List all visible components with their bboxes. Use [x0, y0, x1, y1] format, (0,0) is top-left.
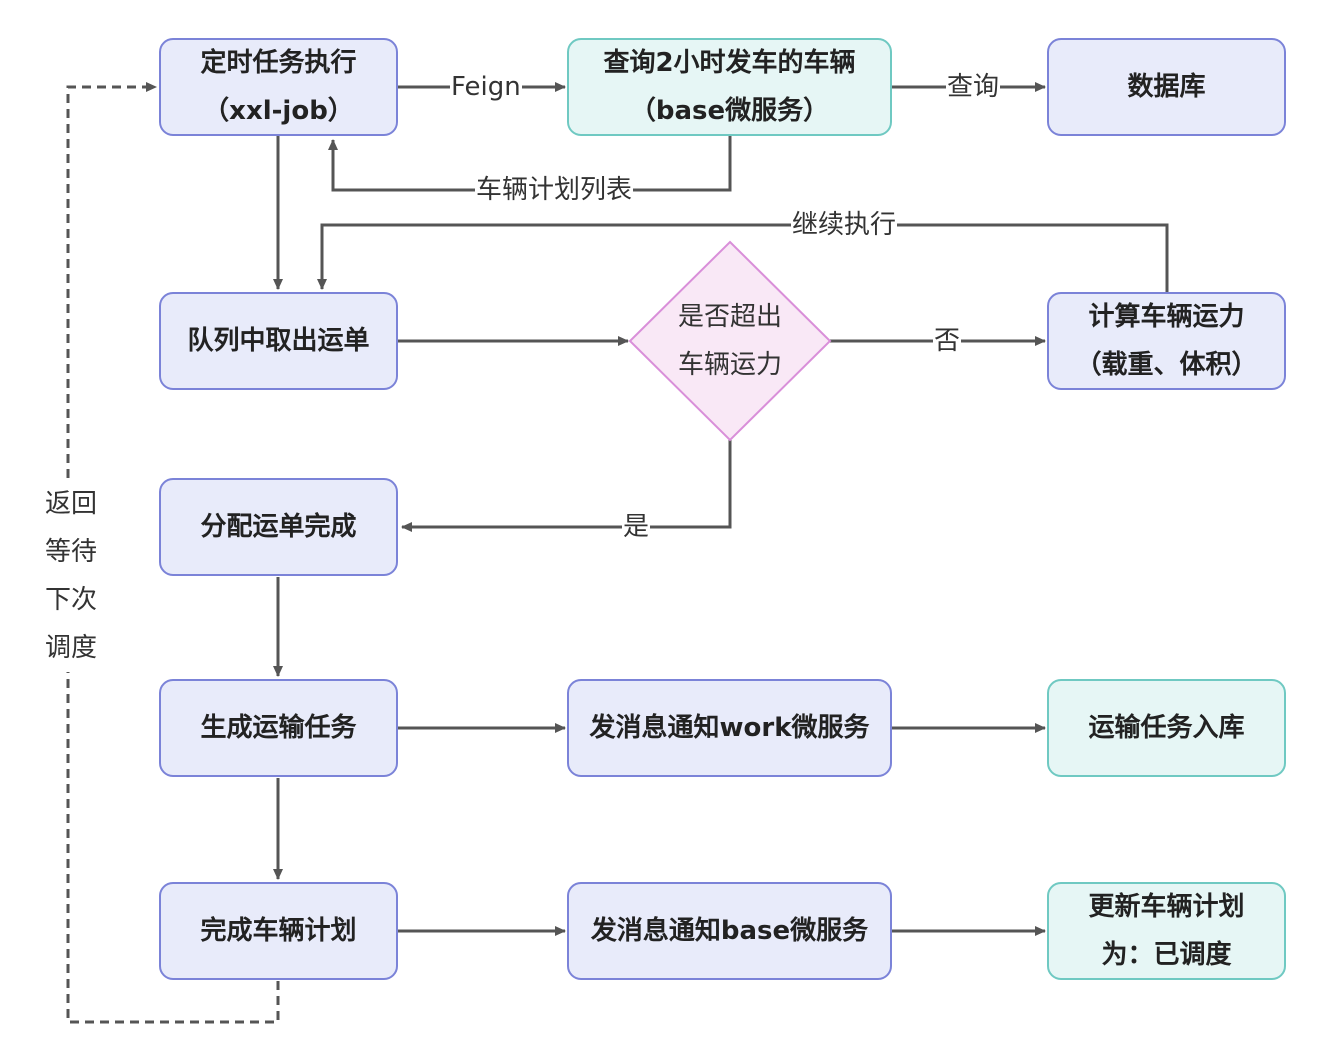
edge-label-feign: Feign	[450, 72, 522, 102]
node-notify-base-label: 发消息通知base微服务	[590, 916, 869, 946]
edge-yes	[401, 440, 732, 532]
return-wait-line1: 返回	[44, 489, 97, 519]
node-database-label: 数据库	[1127, 72, 1206, 102]
node-scheduled-task-line1: 定时任务执行	[200, 48, 357, 78]
node-capacity-check: 是否超出 车辆运力	[632, 292, 828, 390]
edge-label-return-wait: 返回 等待 下次 调度	[38, 480, 104, 672]
node-update-plan: 更新车辆计划 为：已调度	[1047, 882, 1286, 980]
edge-label-no: 否	[933, 326, 962, 356]
edge-return-wait	[66, 82, 280, 1024]
node-assign-done-label: 分配运单完成	[200, 512, 357, 542]
node-scheduled-task: 定时任务执行 （xxl-job）	[159, 38, 398, 136]
edge-label-yes: 是	[622, 512, 651, 542]
node-dequeue-waybill-label: 队列中取出运单	[187, 326, 370, 356]
node-notify-base: 发消息通知base微服务	[567, 882, 892, 980]
edge-label-query: 查询	[946, 72, 1001, 102]
return-wait-line3: 下次	[44, 585, 97, 615]
node-gen-transport-task: 生成运输任务	[159, 679, 398, 777]
node-query-vehicles: 查询2小时发车的车辆 （base微服务）	[567, 38, 892, 136]
node-update-plan-line1: 更新车辆计划	[1088, 892, 1245, 922]
node-update-plan-line2: 为：已调度	[1101, 940, 1232, 970]
node-query-vehicles-line1: 查询2小时发车的车辆	[603, 48, 856, 78]
node-dequeue-waybill: 队列中取出运单	[159, 292, 398, 390]
node-notify-work: 发消息通知work微服务	[567, 679, 892, 777]
edge-label-continue-exec: 继续执行	[791, 210, 898, 240]
node-assign-done: 分配运单完成	[159, 478, 398, 576]
node-gen-transport-task-label: 生成运输任务	[200, 713, 357, 743]
node-complete-plan-label: 完成车辆计划	[200, 916, 357, 946]
node-task-storage-label: 运输任务入库	[1088, 713, 1245, 743]
node-capacity-check-line1: 是否超出	[677, 302, 782, 332]
return-wait-line2: 等待	[44, 537, 97, 567]
node-query-vehicles-line2: （base微服务）	[629, 96, 830, 126]
edge-continue-exec	[317, 223, 1169, 292]
edge-label-plan-list: 车辆计划列表	[475, 175, 634, 205]
node-database: 数据库	[1047, 38, 1286, 136]
node-calc-capacity-line1: 计算车辆运力	[1088, 302, 1245, 332]
node-calc-capacity: 计算车辆运力 （载重、体积）	[1047, 292, 1286, 390]
node-calc-capacity-line2: （载重、体积）	[1075, 350, 1258, 380]
node-complete-plan: 完成车辆计划	[159, 882, 398, 980]
node-notify-work-label: 发消息通知work微服务	[589, 713, 870, 743]
node-task-storage: 运输任务入库	[1047, 679, 1286, 777]
decision-diamond-shape	[628, 240, 832, 442]
node-capacity-check-line2: 车辆运力	[677, 350, 782, 380]
return-wait-line4: 调度	[44, 633, 97, 663]
node-scheduled-task-line2: （xxl-job）	[203, 96, 354, 126]
